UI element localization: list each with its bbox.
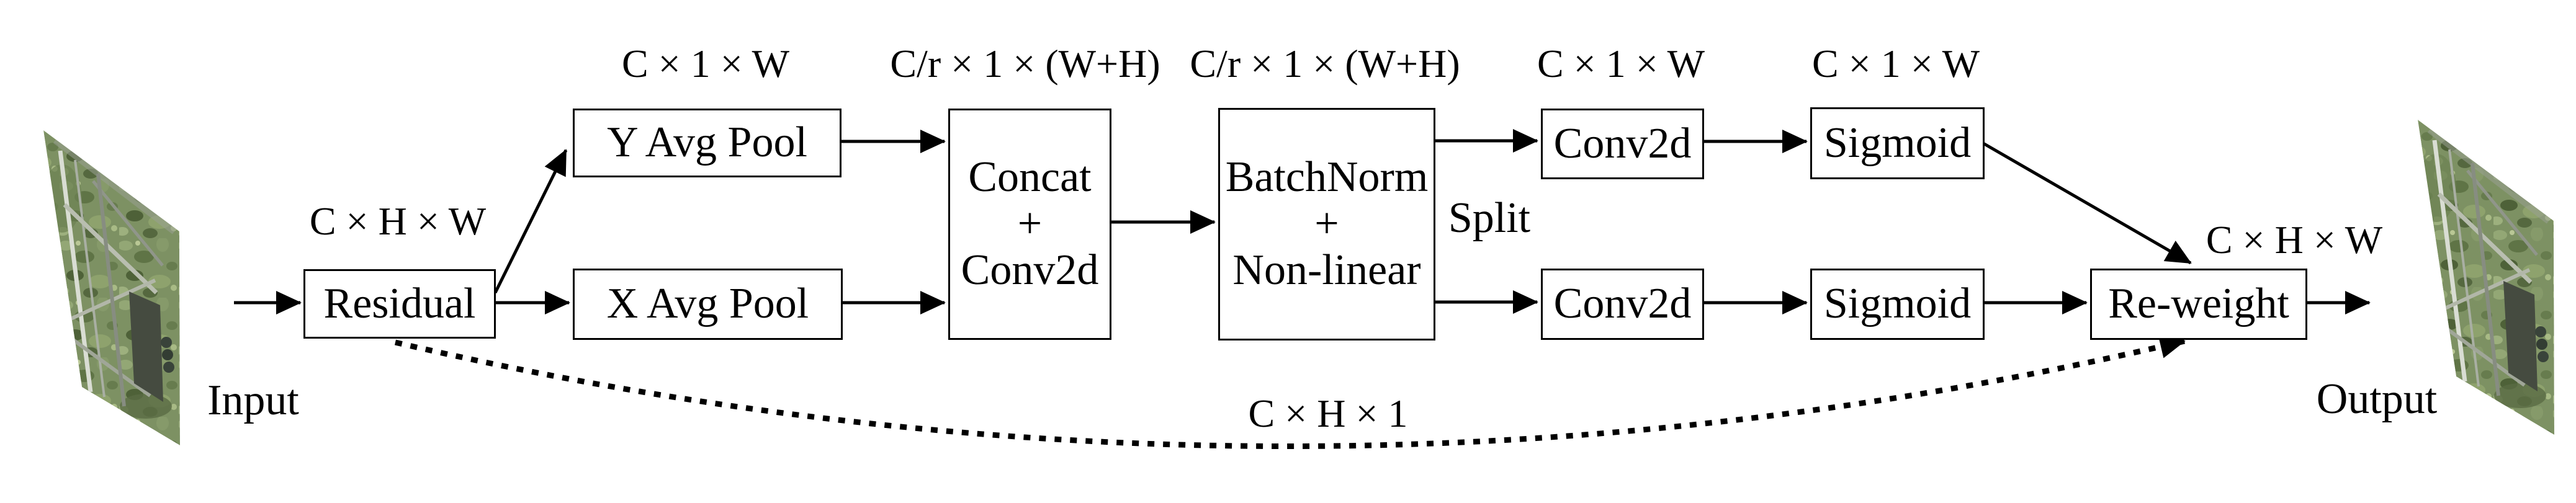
dim-label-residual: C × H × W xyxy=(309,199,487,243)
dim-label-sigmoid-top: C × 1 × W xyxy=(1811,42,1980,86)
node-y-avg-pool: Y Avg Pool xyxy=(573,109,841,177)
node-x-avg-pool: X Avg Pool xyxy=(573,269,843,340)
node-conv2d-top: Conv2d xyxy=(1541,109,1704,179)
dim-label-reweight: C × H × W xyxy=(2206,218,2383,262)
input-label: Input xyxy=(207,376,299,424)
node-residual: Residual xyxy=(303,269,496,339)
skip-connection-arrow xyxy=(394,335,2186,449)
node-conv2d-bottom: Conv2d xyxy=(1541,269,1704,340)
dim-label-conv2d-top: C × 1 × W xyxy=(1537,42,1705,86)
output-label: Output xyxy=(2316,375,2438,423)
input-image xyxy=(42,130,180,445)
dim-label-y-pool: C × 1 × W xyxy=(621,42,790,86)
arrow-sigmoid-top-to-reweight xyxy=(1981,141,2192,265)
dim-label-concat: C/r × 1 × (W+H) xyxy=(890,42,1160,86)
node-concat-conv2d: Concat + Conv2d xyxy=(948,109,1111,340)
dim-label-skip: C × H × 1 xyxy=(1248,391,1408,435)
node-reweight: Re-weight xyxy=(2090,269,2307,340)
node-sigmoid-top: Sigmoid xyxy=(1810,107,1985,179)
node-batchnorm-nonlinear: BatchNorm + Non-linear xyxy=(1218,108,1435,341)
arrow-residual-to-y-pool xyxy=(493,149,568,294)
node-sigmoid-bottom: Sigmoid xyxy=(1810,269,1985,340)
split-label: Split xyxy=(1448,194,1531,242)
dim-label-batchnorm: C/r × 1 × (W+H) xyxy=(1190,42,1460,86)
arrows xyxy=(234,129,2371,314)
output-image xyxy=(2417,120,2554,435)
